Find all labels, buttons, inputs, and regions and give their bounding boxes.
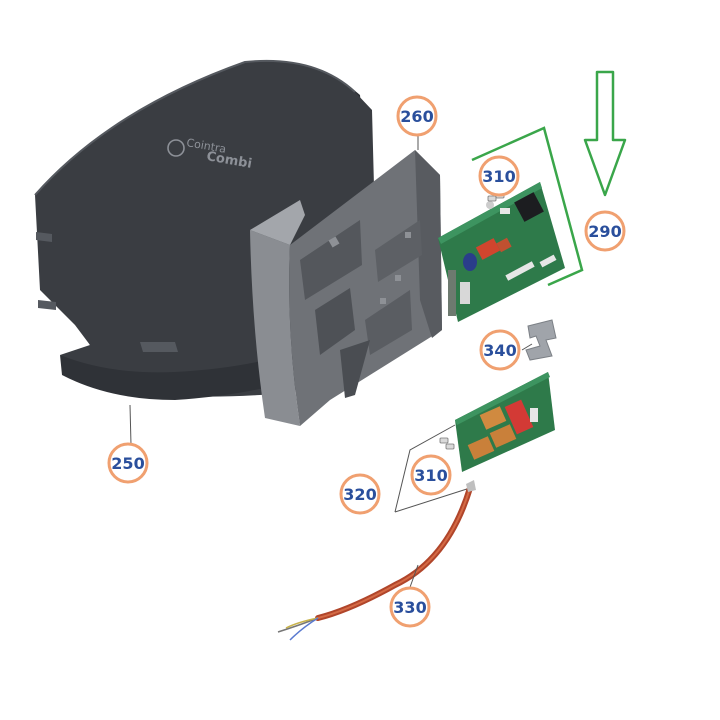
fuse-310-lower	[439, 437, 455, 450]
highlight-bracket	[471, 126, 584, 287]
control-frame-260	[250, 150, 442, 426]
callout-290-label: 290	[588, 222, 621, 241]
callout-310-upper-label: 310	[482, 167, 515, 186]
callout-330: 330	[389, 586, 431, 628]
bracket-320	[394, 424, 471, 513]
callout-250: 250	[107, 442, 149, 484]
down-arrow-icon	[583, 70, 627, 197]
callout-250-label: 250	[111, 454, 144, 473]
power-cable-330	[277, 480, 476, 641]
callout-340-label: 340	[483, 341, 516, 360]
callout-290: 290	[584, 210, 626, 252]
callout-310-lower-label: 310	[414, 466, 447, 485]
callout-320-label: 320	[343, 485, 376, 504]
callout-260: 260	[396, 95, 438, 137]
callout-260-label: 260	[400, 107, 433, 126]
leader-lines	[129, 135, 533, 591]
secondary-pcb-320	[455, 372, 555, 472]
main-pcb-290	[438, 182, 565, 322]
callout-310-lower: 310	[410, 454, 452, 496]
callout-320: 320	[339, 473, 381, 515]
callout-310-upper: 310	[478, 155, 520, 197]
brand-logo-icon	[167, 139, 185, 157]
callout-340: 340	[479, 329, 521, 371]
clip-340	[525, 319, 557, 361]
callout-330-label: 330	[393, 598, 426, 617]
